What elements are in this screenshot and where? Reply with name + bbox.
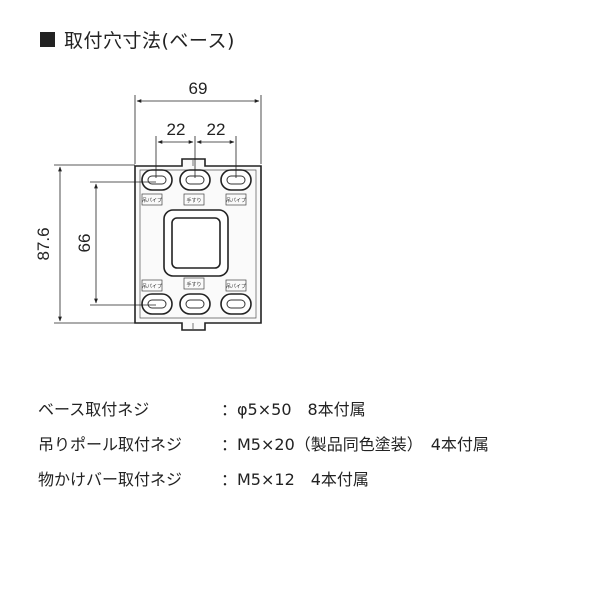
dimension-height-inner [90, 181, 156, 306]
section-heading: 取付穴寸法(ベース) [40, 26, 235, 53]
label-top-right: 吊パイプ [226, 198, 246, 204]
dim-label-22-right: 22 [207, 120, 226, 139]
screw-spec-list: ベース取付ネジ ：φ5×50 8本付属 吊りポール取付ネジ ：M5×20（製品同… [38, 390, 489, 495]
dimension-height-total [54, 164, 135, 324]
spec-name: 吊りポール取付ネジ [38, 434, 183, 454]
spec-row: 吊りポール取付ネジ ：M5×20（製品同色塗装） 4本付属 [38, 425, 489, 460]
slot-bottom-center [179, 293, 211, 315]
spec-name: ベース取付ネジ [38, 399, 150, 419]
dim-label-22-left: 22 [167, 120, 186, 139]
slot-bottom-right [220, 293, 252, 315]
spec-row: 物かけバー取付ネジ ：M5×12 4本付属 [38, 460, 489, 495]
spec-value: ：φ5×50 8本付属 [221, 399, 366, 419]
spec-name: 物かけバー取付ネジ [38, 469, 183, 489]
spec-value: ：M5×12 4本付属 [221, 469, 369, 489]
dim-label-66: 66 [75, 234, 94, 253]
label-bottom-center: 手すり [186, 281, 201, 288]
dim-label-69: 69 [189, 79, 208, 98]
spec-value: ：M5×20（製品同色塗装） 4本付属 [221, 434, 489, 454]
center-boss [163, 209, 229, 277]
label-bottom-right: 吊パイプ [226, 284, 246, 290]
slot-bottom-left [141, 293, 173, 315]
slot-top-left [141, 169, 173, 191]
label-top-center: 手すり [186, 197, 201, 204]
slot-top-right [220, 169, 252, 191]
label-bottom-left: 吊パイプ [142, 284, 162, 290]
dimension-width-total [134, 95, 262, 164]
dimension-pitch [155, 136, 237, 178]
label-top-left: 吊パイプ [142, 198, 162, 204]
heading-square-icon [40, 32, 55, 47]
heading-title: 取付穴寸法(ベース) [64, 30, 235, 52]
dim-label-87-6: 87.6 [34, 227, 53, 260]
spec-row: ベース取付ネジ ：φ5×50 8本付属 [38, 390, 489, 425]
